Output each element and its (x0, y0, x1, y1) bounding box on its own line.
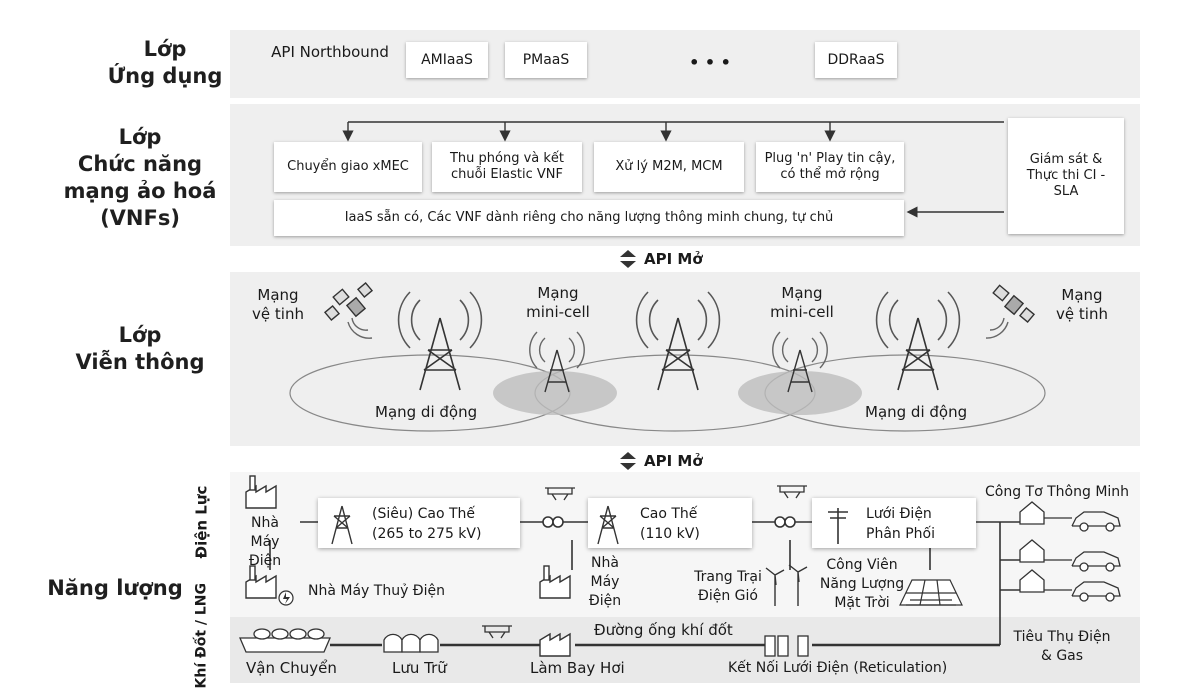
energy-gas-band (230, 617, 1140, 683)
app-pmaas: PMaaS (505, 42, 587, 78)
telecom-coverage (289, 354, 1046, 432)
vnf-m2m-box: Xử lý M2M, MCM (594, 142, 744, 192)
api-open-1-label: API Mở (644, 250, 703, 268)
wind-turbine-icon (765, 564, 808, 606)
dist-label-1: Lưới Điện (866, 506, 932, 522)
api-open-2-label: API Mở (644, 452, 703, 470)
plant2-label: Nhà Máy Điện (588, 555, 622, 609)
gas-vertical-label: Khí Đốt / LNG (193, 582, 210, 689)
satellite-icon (323, 281, 374, 339)
ehv-label-2: (265 to 275 kV) (372, 526, 482, 542)
mobile-right-label: Mạng di động (865, 403, 968, 421)
hv-label-1: Cao Thế (640, 506, 698, 522)
vnf-iaas-box: IaaS sẵn có, Các VNF dành riêng cho năng… (274, 200, 904, 236)
hydro-label: Nhà Máy Thuỷ Điện (308, 583, 446, 599)
dist-label-2: Phân Phối (866, 526, 935, 542)
reticulation-label: Kết Nối Lưới Điện (Reticulation) (728, 660, 948, 676)
transport-label: Vận Chuyển (246, 659, 337, 677)
api-open-2: API Mở (620, 452, 703, 470)
api-northbound: API Northbound (271, 43, 389, 61)
updown-arrow-icon (620, 452, 636, 470)
lng-ship-icon (239, 628, 331, 653)
vnf-layer-label-1: Lớp (118, 125, 162, 149)
pipe-connector-icon (764, 635, 809, 657)
solar-panel-icon (899, 579, 963, 606)
smart-meter-label: Công Tơ Thông Minh (985, 484, 1130, 500)
app-layer-band (230, 30, 1140, 98)
vnf-layer-label-4: (VNFs) (100, 206, 180, 230)
vnf-layer-label-2: Chức năng (77, 152, 203, 176)
vaporize-label: Làm Bay Hơi (530, 659, 625, 677)
hv-label-2: (110 kV) (640, 526, 700, 542)
telecom-layer-label-1: Lớp (118, 323, 162, 347)
mobile-left-label: Mạng di động (375, 403, 478, 421)
vnf-arrows (342, 121, 1004, 218)
solar-label: Công Viên Năng Lượng Mặt Trời (819, 557, 905, 611)
factory-icon (245, 475, 571, 657)
mini-cell-left-label: Mạng mini-cell (526, 284, 590, 321)
app-layer-label-2: Ứng dụng (107, 64, 223, 88)
telecom-layer-band (230, 272, 1140, 446)
cell-tower-icon (635, 291, 721, 391)
wind-label: Trang Trại Điện Gió (694, 569, 762, 604)
energy-boxes (318, 498, 976, 548)
sat-left-label: Mạng vệ tinh (252, 286, 304, 323)
transmission-tower-icon (331, 505, 353, 545)
telecom-layer-label: Lớp Viễn thông (50, 322, 230, 376)
telecom-layer-label-2: Viễn thông (75, 350, 205, 374)
app-ddraas: DDRaaS (815, 42, 897, 78)
power-vertical-label: Điện Lực (192, 485, 211, 559)
mini-cell-tower-icon (529, 331, 585, 393)
cell-tower-icon (875, 291, 961, 391)
mini-cell-tower-icon (772, 331, 828, 393)
utility-pole-icon (828, 508, 848, 544)
app-ellipsis: • • • (689, 53, 731, 72)
vnf-layer-label: Lớp Chức năng mạng ảo hoá (VNFs) (40, 124, 240, 232)
plant-label: Nhà Máy Điện (248, 515, 282, 569)
power-lines (269, 516, 1020, 645)
cell-tower-icon (397, 291, 483, 391)
pipeline-label: Đường ống khí đốt (594, 621, 733, 639)
app-layer-label-1: Lớp (143, 37, 187, 61)
sat-right-label: Mạng vệ tinh (1056, 286, 1108, 323)
house-icon (1019, 501, 1045, 593)
app-amiaas: AMIaaS (406, 42, 488, 78)
consumption-label: Tiêu Thụ Điện & Gas (1013, 629, 1111, 664)
car-icon (1044, 511, 1121, 602)
satellite-icon (985, 284, 1036, 339)
mini-cell-right-label: Mạng mini-cell (770, 284, 834, 321)
transmission-tower-icon (597, 505, 619, 545)
drone-icon (482, 485, 807, 639)
bolt-icon (278, 590, 294, 606)
api-open-1: API Mở (620, 250, 703, 268)
storage-tank-icon (383, 633, 439, 653)
vnf-layer-label-3: mạng ảo hoá (63, 179, 217, 203)
vnf-plug-box: Plug 'n' Play tin cậy, có thể mở rộng (756, 142, 904, 192)
updown-arrow-icon (620, 250, 636, 268)
vnf-elastic-box: Thu phóng và kết chuỗi Elastic VNF (432, 142, 582, 192)
app-layer-label: Lớp Ứng dụng (100, 36, 230, 90)
vnf-monitor-box: Giám sát & Thực thi CI - SLA (1008, 118, 1124, 234)
ehv-label-1: (Siêu) Cao Thế (372, 506, 476, 522)
storage-label: Lưu Trữ (392, 659, 447, 677)
vnf-xmec-box: Chuyển giao xMEC (274, 142, 422, 192)
energy-layer-label: Năng lượng (47, 576, 183, 600)
